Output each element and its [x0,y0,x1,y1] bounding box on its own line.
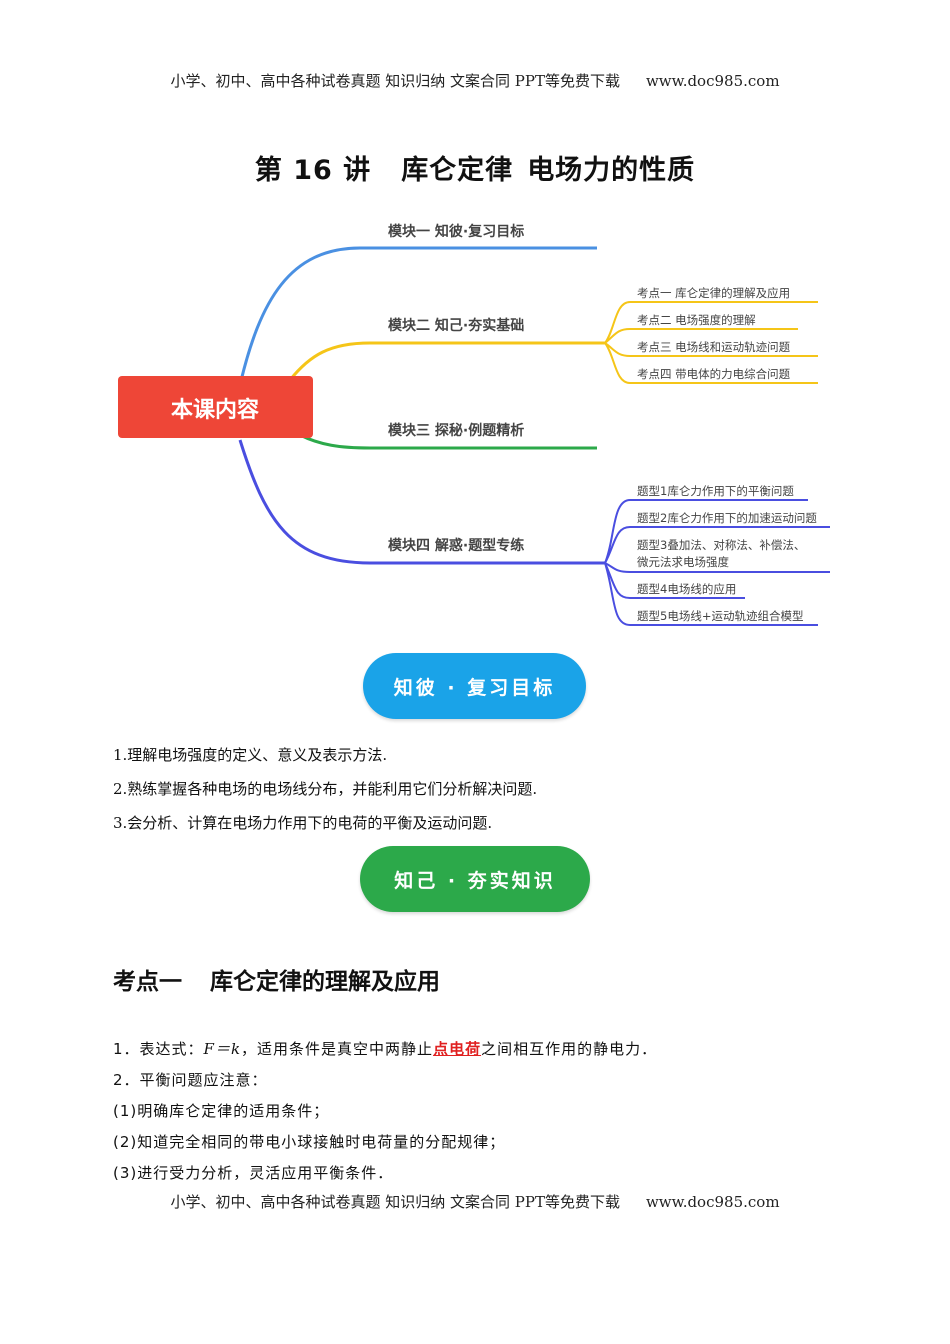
footer-text: 小学、初中、高中各种试卷真题 知识归纳 文案合同 PPT等免费下载 [170,1193,620,1211]
line-4: (3)进行受力分析，灵活应用平衡条件． [113,1164,394,1182]
branch-1-line [238,246,597,386]
sub-item: 考点二 电场强度的理解 [637,313,756,327]
branch-3-label: 模块三 探秘·例题精析 [388,422,524,439]
root-node [118,376,313,438]
sub-item: 考点一 库仑定律的理解及应用 [637,286,790,300]
pill-review-goals: 知彼 · 复习目标 [363,653,586,719]
branch-2-sublines [604,301,818,384]
footer-url[interactable]: www.doc985.com [645,1193,780,1211]
title-topic: 库仑定律 [401,155,514,186]
formula: F＝k [203,1040,242,1058]
sub-item: 考点三 电场线和运动轨迹问题 [637,340,791,354]
page-header: 小学、初中、高中各种试卷真题 知识归纳 文案合同 PPT等免费下载 www.doc… [0,70,950,91]
header-text: 小学、初中、高中各种试卷真题 知识归纳 文案合同 PPT等免费下载 [170,72,620,90]
branch-4-label: 模块四 解惑·题型专练 [388,537,524,554]
sub-item: 题型4电场线的应用 [637,582,736,596]
objective-1: 1.理解电场强度的定义、意义及表示方法. [113,746,388,764]
root-label: 本课内容 [171,397,259,423]
sub-item: 微元法求电场强度 [637,555,729,569]
header-url[interactable]: www.doc985.com [645,72,780,90]
sub-item: 题型2库仑力作用下的加速运动问题 [637,511,817,525]
line-3: (2)知道完全相同的带电小球接触时电荷量的分配规律； [113,1133,506,1151]
line-1: 2．平衡问题应注意： [113,1071,268,1089]
pill-foundation: 知己 · 夯实知识 [360,846,590,912]
mind-map: 本课内容 模块一 知彼·复习目标 模块二 知己·夯实基础 模块三 探秘·例题精析… [118,223,830,626]
section-number: 考点一 [113,969,182,995]
line-2: (1)明确库仑定律的适用条件； [113,1102,330,1120]
para-prefix: 1．表达式： [113,1040,204,1058]
objective-2: 2.熟练掌握各种电场的电场线分布，并能利用它们分析解决问题. [113,780,538,798]
branch-3-line [299,433,597,450]
branch-2-label: 模块二 知己·夯实基础 [388,317,524,334]
sub-item: 考点四 带电体的力电综合问题 [637,367,791,381]
page-footer: 小学、初中、高中各种试卷真题 知识归纳 文案合同 PPT等免费下载 www.doc… [0,1191,950,1212]
highlight-term: 点电荷 [433,1040,482,1058]
branch-2-line [288,341,605,381]
para-mid: ，适用条件是真空中两静止 [241,1040,434,1058]
section-title: 库仑定律的理解及应用 [210,969,440,995]
sub-item: 题型3叠加法、对称法、补偿法、 [637,538,805,552]
branch-4-sublines [604,499,830,626]
paragraph-formula: 1．表达式：F＝k，适用条件是真空中两静止点电荷之间相互作用的静电力． [113,1038,657,1059]
page-title: 第 16 讲库仑定律电场力的性质 [0,148,950,187]
section-heading: 考点一 库仑定律的理解及应用 [113,962,440,996]
branch-4-line [238,439,605,565]
title-lecture: 第 16 讲 [254,155,372,186]
sub-item: 题型1库仑力作用下的平衡问题 [637,484,794,498]
sub-item: 题型5电场线+运动轨迹组合模型 [637,609,803,623]
title-subtopic: 电场力的性质 [527,155,696,186]
para-suffix: 之间相互作用的静电力． [481,1040,658,1058]
branch-1-label: 模块一 知彼·复习目标 [388,223,524,240]
objective-3: 3.会分析、计算在电场力作用下的电荷的平衡及运动问题. [113,814,493,832]
